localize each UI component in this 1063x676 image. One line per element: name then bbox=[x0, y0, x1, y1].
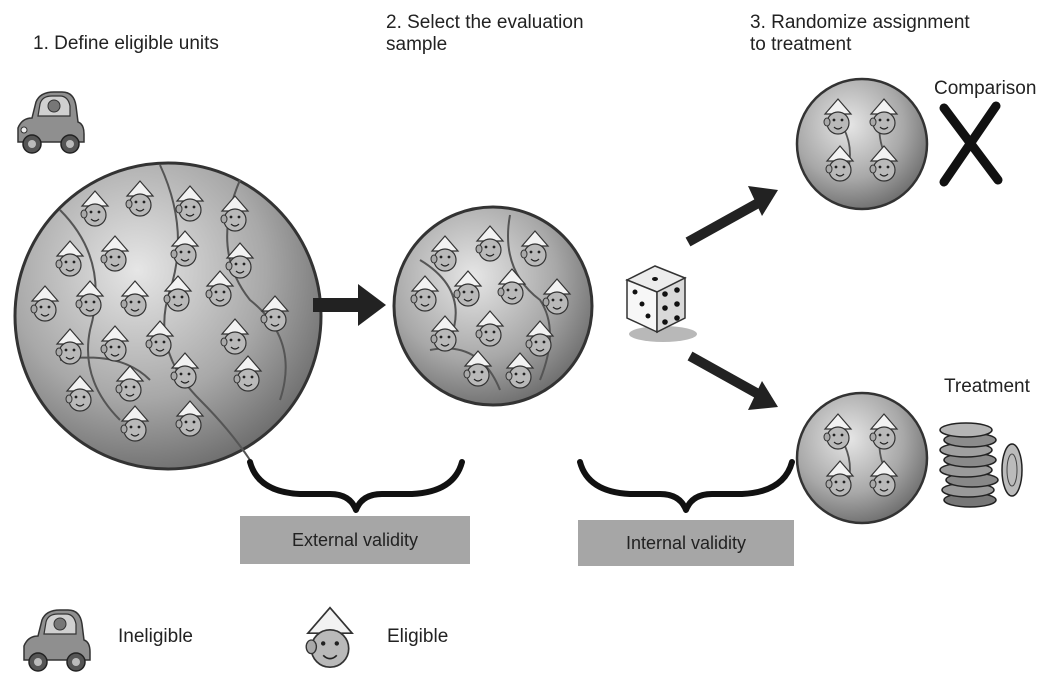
treatment-globe bbox=[795, 391, 929, 525]
legend-person-icon bbox=[305, 606, 354, 669]
legend-car-icon bbox=[23, 609, 91, 672]
step-1-label: 1. Define eligible units bbox=[33, 33, 219, 54]
arrow-to-sample bbox=[313, 284, 386, 326]
step-2-label: 2. Select the evaluation sample bbox=[386, 12, 584, 55]
external-validity-brace bbox=[247, 459, 465, 513]
step-3-label: 3. Randomize assignment to treatment bbox=[750, 12, 970, 55]
treatment-label: Treatment bbox=[944, 376, 1030, 397]
arrow-to-comparison bbox=[685, 186, 778, 247]
coins-icon bbox=[939, 422, 1023, 508]
internal-validity-brace bbox=[577, 459, 795, 513]
internal-validity-label: Internal validity bbox=[625, 532, 747, 553]
arrow-to-treatment bbox=[687, 351, 778, 410]
eligible-units-globe bbox=[13, 161, 323, 471]
car-icon bbox=[17, 91, 85, 154]
internal-validity-box: Internal validity bbox=[578, 520, 794, 566]
x-icon bbox=[939, 101, 1003, 187]
legend-ineligible-label: Ineligible bbox=[118, 626, 193, 647]
external-validity-box: External validity bbox=[240, 516, 470, 564]
external-validity-label: External validity bbox=[291, 529, 419, 550]
comparison-label: Comparison bbox=[934, 78, 1037, 99]
comparison-globe bbox=[795, 77, 929, 211]
legend-eligible-label: Eligible bbox=[387, 626, 449, 647]
dice-icon bbox=[625, 265, 697, 342]
evaluation-sample-globe bbox=[392, 205, 594, 407]
